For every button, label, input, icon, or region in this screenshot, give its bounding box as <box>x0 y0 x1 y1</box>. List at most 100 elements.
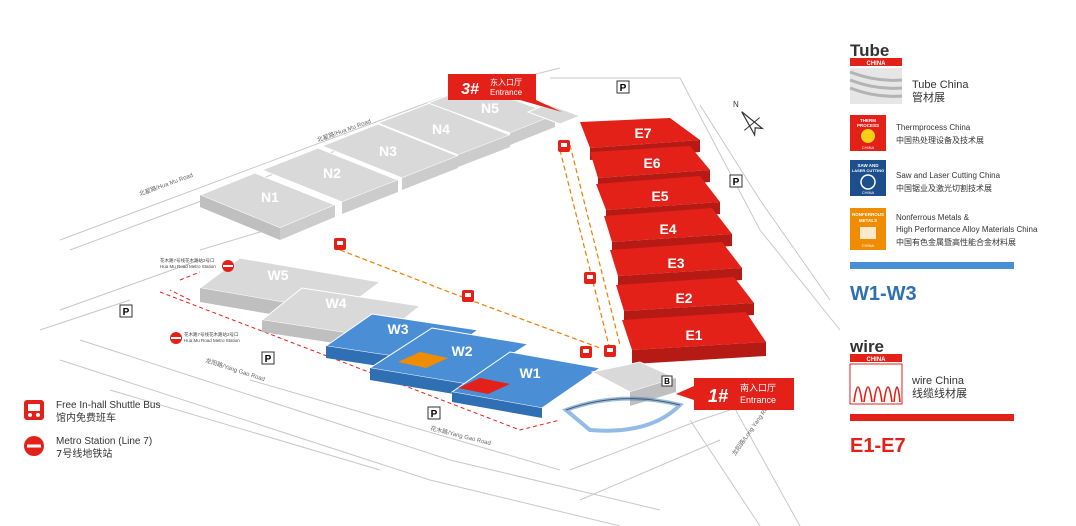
hall-label-n1: N1 <box>261 189 279 205</box>
nonf-name-1: Nonferrous Metals & <box>896 213 970 222</box>
shuttle-stops <box>334 140 616 358</box>
wire-logo-text: wire <box>849 337 884 356</box>
hall-n3[interactable]: N3 <box>320 123 460 190</box>
saw-cn: 中国锯业及激光切割技术展 <box>896 183 992 193</box>
south-entrance-callout: 1# 南入口厅 Entrance <box>676 378 794 410</box>
hall-label-n5: N5 <box>481 100 499 116</box>
nonf-cn: 中国有色金属暨高性能合金材料展 <box>896 237 1016 247</box>
tube-name: Tube China <box>912 79 969 91</box>
metro-legend-en: Metro Station (Line 7) <box>56 436 152 447</box>
bus-stop-icon <box>584 272 596 284</box>
road-label-south-1: 龙阳路/Yang Gao Road <box>204 356 266 383</box>
station-label-2-en: Hua Mu Road Metro Station <box>184 338 240 343</box>
hall-label-w4: W4 <box>326 295 347 311</box>
hall-label-e4: E4 <box>659 221 676 237</box>
hall-label-w3: W3 <box>388 321 409 337</box>
east-entrance-cn: 东入口厅 <box>490 77 522 87</box>
hall-label-e7: E7 <box>634 125 651 141</box>
south-entrance-en: Entrance <box>740 395 776 405</box>
station-label-1: 花木路7号线花木路站2号口 <box>160 257 215 264</box>
bus-label: B <box>664 377 670 386</box>
therm-name: Thermprocess China <box>896 123 971 132</box>
bus-stop-icon <box>334 238 346 250</box>
tube-color-bar <box>850 262 1014 269</box>
parking-label: P <box>265 354 272 365</box>
north-arrow-icon <box>741 111 765 137</box>
hall-n2[interactable]: N2 <box>260 147 400 214</box>
north-arrow-label: N <box>733 100 739 109</box>
tube-cn: 管材展 <box>912 90 945 104</box>
shuttle-legend-en: Free In-hall Shuttle Bus <box>56 400 161 411</box>
east-entrance-en: Entrance <box>490 88 523 97</box>
tube-logo-text: Tube <box>850 41 889 60</box>
saw-logo-2: LASER CUTTING <box>852 168 884 173</box>
hall-label-e1: E1 <box>685 327 702 343</box>
saw-name: Saw and Laser Cutting China <box>896 171 1001 180</box>
tube-china-logo: Tube CHINA <box>849 41 903 104</box>
hall-label-n3: N3 <box>379 143 397 159</box>
bus-stop-icon <box>580 346 592 358</box>
nonferrous-area <box>398 352 448 368</box>
north-halls: N1 N2 N3 N4 N5 <box>198 84 582 240</box>
therm-logo-2: PROCESS <box>857 123 879 128</box>
thermprocess-logo: THERM PROCESS CHINA <box>850 115 886 151</box>
therm-cn: 中国热处理设备及技术展 <box>896 135 984 145</box>
parking-label: P <box>620 83 627 94</box>
east-entrance-number: 3# <box>461 81 479 98</box>
hall-e1[interactable]: E1 <box>622 312 766 364</box>
parking-label: P <box>123 307 130 318</box>
hall-label-e3: E3 <box>667 255 684 271</box>
north-arrow <box>741 111 765 137</box>
hall-label-e6: E6 <box>643 155 660 171</box>
east-entrance-callout: 3# 东入口厅 Entrance <box>448 74 562 112</box>
shuttle-legend-cn: 馆内免费班车 <box>56 411 116 424</box>
parking-label: P <box>733 177 740 188</box>
metro-markers: 花木路7号线花木路站2号口 Hua Mu Road Metro Station … <box>160 257 240 344</box>
bus-stop-icon <box>604 345 616 357</box>
road-label-north: 北翟路/Hua Mu Road <box>138 171 194 198</box>
tube-logo-sub: CHINA <box>867 61 887 67</box>
south-entrance-number: 1# <box>708 386 728 406</box>
station-label-1-en: Hua Mu Road Metro Station <box>160 264 216 269</box>
nonf-logo-1: NONFERROUS <box>852 212 884 217</box>
hall-label-w1: W1 <box>520 365 541 381</box>
saw-logo-1: SAW AND <box>857 163 879 168</box>
nonferrous-logo: NONFERROUS METALS CHINA <box>850 208 886 250</box>
saw-laser-logo: SAW AND LASER CUTTING CHINA <box>850 160 886 196</box>
wire-name: wire China <box>911 375 965 387</box>
map-legend: Free In-hall Shuttle Bus 馆内免费班车 Metro St… <box>24 400 161 460</box>
hall-label-w5: W5 <box>268 267 289 283</box>
hall-label-w2: W2 <box>452 343 473 359</box>
wire-china-logo: wire CHINA <box>849 337 903 405</box>
south-entrance-cn: 南入口厅 <box>740 382 776 394</box>
hall-label-e2: E2 <box>675 290 692 306</box>
nonf-logo-sub: CHINA <box>862 243 875 248</box>
hall-w1[interactable]: W1 <box>450 351 602 418</box>
hall-n1[interactable]: N1 <box>198 172 337 240</box>
hall-n4[interactable]: N4 <box>376 102 512 167</box>
parking-markers: P P P P P B <box>119 80 743 420</box>
therm-logo-1: THERM <box>860 118 876 123</box>
bus-stop-icon <box>558 140 570 152</box>
metro-legend-cn: 7号线地铁站 <box>56 447 112 460</box>
parking-label: P <box>431 409 438 420</box>
therm-logo-sub: CHINA <box>862 145 875 150</box>
wire-color-bar <box>850 414 1014 421</box>
hall-label-n4: N4 <box>432 121 450 137</box>
wire-hall-range: E1-E7 <box>850 435 906 457</box>
boundary-line <box>159 271 561 431</box>
shuttle-legend-icon <box>24 400 44 420</box>
tube-hall-range: W1-W3 <box>850 283 917 305</box>
east-entrance-hall <box>526 103 582 125</box>
thermprocess-area <box>458 378 510 394</box>
west-halls: W5 W4 W3 W2 W1 <box>198 257 602 418</box>
east-halls: E7 E6 E5 E4 E3 E2 E1 <box>580 118 766 364</box>
saw-logo-sub: CHINA <box>862 190 875 195</box>
hall-w2[interactable]: W2 <box>368 327 530 396</box>
metro-legend-icon <box>24 436 44 456</box>
station-label-2: 花木路7号线花木路站2号口 <box>184 331 239 338</box>
hall-label-n2: N2 <box>323 165 341 181</box>
road-label-south-2: 花木路/Yang Gao Road <box>430 424 492 447</box>
hall-label-e5: E5 <box>651 188 668 204</box>
